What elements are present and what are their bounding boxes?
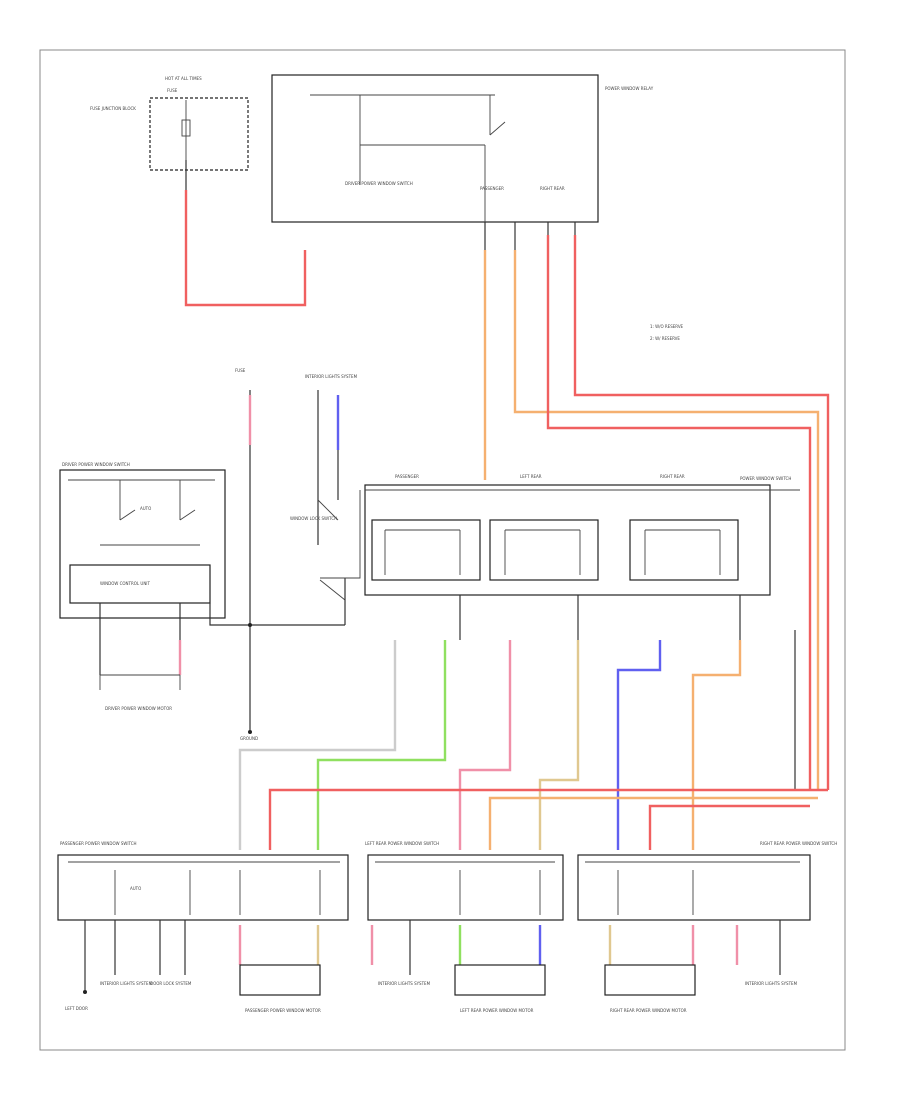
pws-group-label: POWER WINDOW SWITCH: [740, 476, 791, 481]
power-window-switch-group: POWER WINDOW SWITCH PASSENGER LEFT REAR …: [364, 474, 800, 596]
passenger-motor: PASSENGER POWER WINDOW MOTOR: [239, 964, 321, 1013]
lr-switch-label: LEFT REAR POWER WINDOW SWITCH: [365, 841, 439, 846]
wire-blue-1: [616, 640, 662, 850]
control-unit-label: WINDOW CONTROL UNIT: [100, 581, 150, 586]
fuse-box: HOT AT ALL TIMES FUSE FUSE JUNCTION BLOC…: [90, 76, 249, 190]
passenger-switch-label: PASSENGER POWER WINDOW SWITCH: [60, 841, 137, 846]
legend-2: 2: W/ RESERVE: [650, 336, 680, 341]
interior-lights-lr-label: INTERIOR LIGHTS SYSTEM: [378, 981, 431, 986]
hot-at-all-times-label: HOT AT ALL TIMES: [165, 76, 202, 81]
wire-pink-1: [458, 640, 512, 850]
interior-label: INTERIOR LIGHTS SYSTEM: [305, 374, 358, 379]
driver-window-module: DRIVER POWER WINDOW SWITCH AUTO WINDOW C…: [59, 462, 226, 619]
wire-red-bus: [268, 788, 828, 850]
auto-label: AUTO: [140, 506, 151, 511]
interior-lights-rr-label: INTERIOR LIGHTS SYSTEM: [745, 981, 798, 986]
driver-module-label: DRIVER POWER WINDOW SWITCH: [62, 462, 130, 467]
wire-orange-3: [691, 640, 742, 850]
wire-orange-2: [513, 250, 820, 790]
passenger-window-switch: PASSENGER POWER WINDOW SWITCH AUTO: [57, 841, 349, 921]
power-window-relay-block: POWER WINDOW RELAY DRIVER POWER WINDOW S…: [271, 74, 654, 230]
door-lock-label: DOOR LOCK SYSTEM: [150, 981, 192, 986]
driver-motor-label: DRIVER POWER WINDOW MOTOR: [105, 706, 172, 711]
rr-switch-label: RIGHT REAR POWER WINDOW SWITCH: [760, 841, 837, 846]
fuse-junction-label: FUSE JUNCTION BLOCK: [90, 106, 136, 111]
driver-motor: DRIVER POWER WINDOW MOTOR: [99, 674, 181, 711]
left-door-label: LEFT DOOR: [65, 1006, 88, 1011]
relay-label: POWER WINDOW RELAY: [605, 86, 654, 91]
right-rear-window-switch: RIGHT REAR POWER WINDOW SWITCH: [577, 841, 837, 921]
wire-red-3: [546, 235, 812, 790]
left-rear-window-switch: LEFT REAR POWER WINDOW SWITCH: [365, 841, 564, 921]
wire-red-fuse: [184, 190, 307, 307]
sub-passenger-label: PASSENGER: [395, 474, 419, 479]
wire-red-bus-2: [648, 804, 810, 850]
wire-red-4: [573, 235, 830, 790]
wire-gray-1: [238, 640, 397, 850]
rr-motor-label: RIGHT REAR POWER WINDOW MOTOR: [610, 1008, 687, 1013]
fuse-label: FUSE: [167, 88, 178, 93]
sub-rr-label: RIGHT REAR: [660, 474, 685, 479]
relay-sub-label: DRIVER POWER WINDOW SWITCH: [345, 181, 413, 186]
legend-1: 1: W/O RESERVE: [650, 324, 684, 329]
relay-passenger-label: PASSENGER: [480, 186, 504, 191]
ground-label: GROUND: [240, 736, 258, 741]
wire-green-1: [316, 640, 447, 850]
left-rear-motor: LEFT REAR POWER WINDOW MOTOR: [454, 964, 546, 1013]
lock-switch-label: WINDOW LOCK SWITCH: [290, 516, 337, 521]
wire-tan-1: [538, 640, 580, 850]
fuse-2-label: FUSE: [235, 368, 246, 373]
window-lock-switch: INTERIOR LIGHTS SYSTEM WINDOW LOCK SWITC…: [290, 374, 361, 625]
wire-orange-bus: [488, 796, 818, 850]
lr-motor-label: LEFT REAR POWER WINDOW MOTOR: [460, 1008, 534, 1013]
passenger-auto-label: AUTO: [130, 886, 141, 891]
interior-lights-bottom-label: INTERIOR LIGHTS SYSTEM: [100, 981, 153, 986]
sub-lr-label: LEFT REAR: [520, 474, 542, 479]
relay-rr-label: RIGHT REAR: [540, 186, 565, 191]
passenger-motor-label: PASSENGER POWER WINDOW MOTOR: [245, 1008, 321, 1013]
right-rear-motor: RIGHT REAR POWER WINDOW MOTOR: [604, 964, 696, 1013]
diagram-frame: [39, 49, 846, 1051]
